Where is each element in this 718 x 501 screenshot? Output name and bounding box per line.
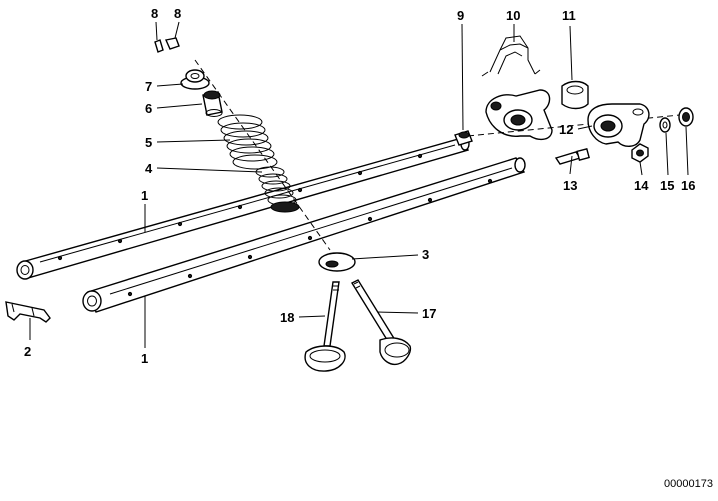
callout-8-right: 8 <box>174 6 181 21</box>
callout-7: 7 <box>145 79 152 94</box>
callout-13: 13 <box>563 178 577 193</box>
spring-clip <box>481 35 541 77</box>
adjusting-screw <box>554 147 590 165</box>
callout-1-lower-shaft: 1 <box>141 351 148 366</box>
callout-11: 11 <box>562 8 576 23</box>
callout-2: 2 <box>24 344 31 359</box>
thrust-washer-block <box>561 80 589 110</box>
callout-17: 17 <box>422 306 436 321</box>
rocker-arm-right <box>587 103 650 147</box>
callout-3: 3 <box>422 247 429 262</box>
rocker-axis-line <box>467 113 691 137</box>
callout-16: 16 <box>681 178 695 193</box>
document-number: 00000173 <box>664 478 713 490</box>
spring-retainer <box>180 69 210 90</box>
exhaust-valve <box>351 279 412 366</box>
callout-6: 6 <box>145 101 152 116</box>
nut-part <box>631 143 649 163</box>
outer-valve-spring <box>217 114 278 170</box>
washer-part <box>659 117 671 133</box>
callout-18: 18 <box>280 310 294 325</box>
assembly-axis-line <box>194 59 331 251</box>
leader-lines <box>29 21 689 348</box>
inner-valve-spring <box>255 166 300 213</box>
callout-8-left: 8 <box>151 6 158 21</box>
callout-14: 14 <box>634 178 649 193</box>
spring-seat <box>318 252 356 272</box>
callout-4: 4 <box>145 161 153 176</box>
callout-12: 12 <box>559 122 573 137</box>
callout-9: 9 <box>457 8 464 23</box>
rocker-shaft-upper <box>16 137 470 280</box>
valve-keepers <box>154 37 180 53</box>
intake-valve <box>304 281 346 372</box>
rocker-shaft-lower <box>82 157 526 313</box>
rocker-arm-left <box>485 89 553 141</box>
callout-1-upper-shaft: 1 <box>141 188 148 203</box>
valve-stem-seal <box>202 90 223 117</box>
callout-15: 15 <box>660 178 674 193</box>
callout-5: 5 <box>145 135 152 150</box>
bracket-part <box>5 301 51 323</box>
callout-10: 10 <box>506 8 520 23</box>
plug-part <box>454 130 473 146</box>
circlip-part <box>678 107 694 127</box>
